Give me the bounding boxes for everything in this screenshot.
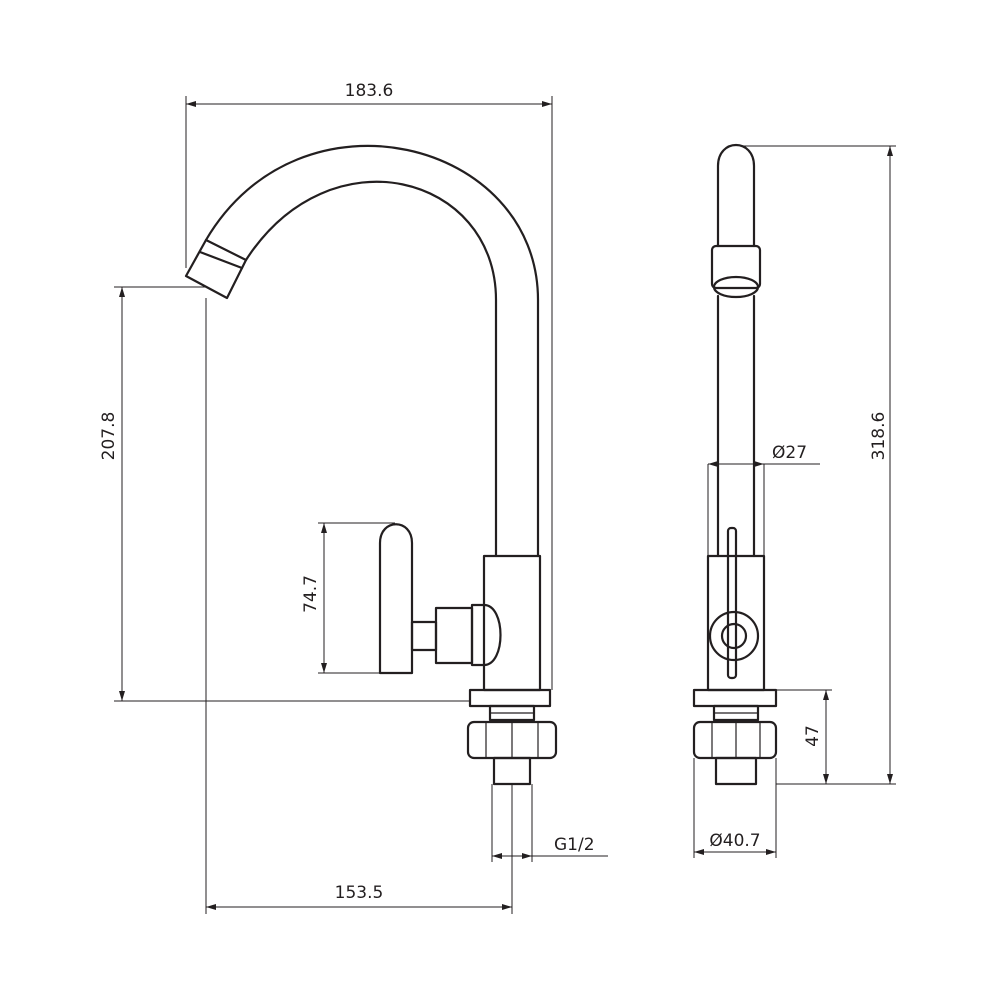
spout-reach-label: 153.5 (335, 883, 384, 903)
valve-nut (434, 606, 474, 665)
side-aerator (710, 244, 762, 290)
valve-boss (470, 603, 502, 667)
handle-height-label: 74.7 (301, 575, 321, 613)
aerator-ring (198, 250, 244, 270)
spout-inner (244, 180, 498, 558)
total-height-label: 318.6 (869, 412, 889, 461)
spout-outer (204, 144, 540, 558)
dim-handle-height: 74.7 (301, 522, 395, 674)
threaded-shank (492, 756, 532, 786)
side-view (692, 143, 778, 786)
spout-height-label: 207.8 (99, 412, 119, 461)
dim-total-height: 318.6 (744, 145, 896, 785)
side-valve-inner (720, 622, 748, 650)
total-width-label: 183.6 (345, 81, 394, 101)
dim-body-diameter: Ø27 (707, 443, 820, 556)
side-spout-top (716, 143, 756, 248)
dim-thread: G1/2 (491, 784, 608, 862)
aerator (184, 238, 248, 300)
dim-base-diameter: Ø40.7 (693, 758, 777, 858)
dim-base-height: 47 (776, 689, 832, 784)
side-lever (726, 526, 738, 680)
dim-spout-reach: 153.5 (205, 298, 513, 914)
faucet-body (482, 554, 542, 692)
thread-label: G1/2 (554, 835, 595, 855)
base-height-label: 47 (803, 725, 823, 747)
dim-spout-height: 207.8 (99, 286, 470, 702)
side-hex-nut (692, 720, 778, 760)
front-view (184, 144, 558, 786)
side-base-flange (692, 688, 778, 708)
side-aerator-outlet (712, 275, 760, 299)
lever-handle (378, 523, 414, 675)
dim-total-width: 183.6 (185, 81, 553, 690)
body-diameter-label: Ø27 (772, 443, 807, 463)
base-flange (468, 688, 552, 708)
side-threaded-shank (714, 756, 758, 786)
base-diameter-label: Ø40.7 (709, 831, 760, 851)
valve-stem (410, 620, 438, 652)
side-valve-outer (708, 610, 760, 662)
